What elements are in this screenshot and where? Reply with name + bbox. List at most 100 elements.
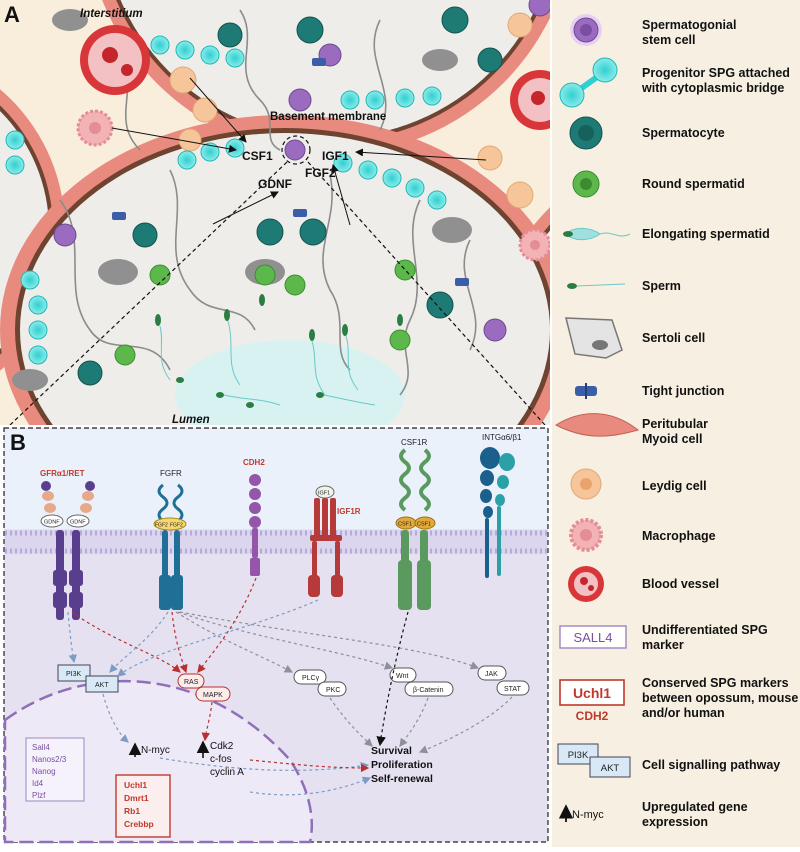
zoom-lines xyxy=(9,135,546,425)
elongating-spermatid-icon xyxy=(563,227,631,241)
gfra1-ret-label: GFRα1/RET xyxy=(40,469,85,478)
legend-label-line: Sperm xyxy=(642,279,681,293)
legend-label-line: Peritubular xyxy=(642,417,708,431)
stat-node: STAT xyxy=(504,686,522,693)
legend-label-line: Progenitor SPG attached xyxy=(642,66,790,80)
leydig-cells xyxy=(169,12,534,209)
pathway-boxes: PI3K AKT RAS MAPK PLCγ PKC Wnt β-Catenin… xyxy=(57,664,530,702)
gdnf-ligand-right: GDNF xyxy=(70,520,86,526)
legend-label-line: Round spermatid xyxy=(642,177,745,191)
legend-label-blood-vessel: Blood vessel xyxy=(642,577,719,591)
jak-node: JAK xyxy=(485,671,498,678)
conserved-marker-3: Rb1 xyxy=(124,806,140,816)
undiff-marker-4: Id4 xyxy=(32,779,44,788)
conserved-markers-box: Uchl1 Dmrt1 Rb1 Crebbp xyxy=(115,774,171,838)
cdk2-gene: Cdk2 xyxy=(210,741,234,752)
fgfr-receptor: FGFR FGF2 FGF2 xyxy=(153,469,187,610)
gdnf-ligand-left: GDNF xyxy=(44,520,60,526)
growth-factor-arrows xyxy=(111,77,487,226)
panel-b-letter: B xyxy=(10,430,26,455)
fgfr-label: FGFR xyxy=(160,469,182,478)
conserved-marker-4: Crebbp xyxy=(124,819,154,829)
akt-node: AKT xyxy=(95,682,109,689)
legend-label-line: Upregulated gene xyxy=(642,800,748,814)
legend-label-line: Macrophage xyxy=(642,529,716,543)
integrin-receptor: INTGα6/β1 xyxy=(480,433,522,578)
legend-label-line: Elongating spermatid xyxy=(642,227,770,241)
nmyc-legend-text: N-myc xyxy=(572,809,604,821)
tight-junction-icon xyxy=(575,383,597,399)
undifferentiated-markers-box: Sall4 Nanos2/3 Nanog Id4 Plzf xyxy=(25,737,85,802)
lumen-area xyxy=(175,340,405,425)
panel-a-letter: A xyxy=(4,2,20,27)
cfos-gene: c-fos xyxy=(210,754,232,765)
interstitium-label: Interstitium xyxy=(80,8,143,20)
pkc-node: PKC xyxy=(326,687,340,694)
pi3k-legend-text: PI3K xyxy=(568,750,589,761)
gdnf-label: GDNF xyxy=(258,177,292,191)
outcome-survival: Survival xyxy=(371,745,412,757)
legend-label-line: Undifferentiated SPG xyxy=(642,623,768,637)
panel-a: Interstitium Basement membrane Lumen CSF… xyxy=(0,0,550,426)
uchl1-box-icon: Uchl1 CDH2 xyxy=(559,679,625,723)
extracellular-space xyxy=(5,429,547,529)
legend-label-line: with cytoplasmic bridge xyxy=(641,81,784,95)
csf1r-arrow xyxy=(376,611,409,747)
csf1-ligand-right: CSF1 xyxy=(417,522,431,528)
pi3k-node: PI3K xyxy=(66,671,82,678)
legend-label-signalling: Cell signalling pathway xyxy=(642,758,780,772)
outcomes: Survival Proliferation Self-renewal xyxy=(371,745,433,785)
plcy-node: PLCγ xyxy=(302,675,320,682)
undiff-marker-2: Nanos2/3 xyxy=(32,755,67,764)
legend-label-sertoli: Sertoli cell xyxy=(642,331,705,345)
macrophage-icon xyxy=(569,518,603,552)
legend-label-line: expression xyxy=(642,815,708,829)
round-spermatid-icon xyxy=(572,170,600,198)
cdh2-receptor: CDH2 xyxy=(243,458,265,576)
mapk-node: MAPK xyxy=(203,692,223,699)
undiff-marker-3: Nanog xyxy=(32,767,56,776)
legend-label-spermatocyte: Spermatocyte xyxy=(642,126,725,140)
gene-expression: N-myc Cdk2 c-fos cyclin A xyxy=(128,740,244,778)
legend-label-sperm: Sperm xyxy=(642,279,681,293)
nmyc-gene: N-myc xyxy=(141,745,170,756)
cyclin-a-gene: cyclin A xyxy=(210,767,244,778)
sertoli-cell-outlines xyxy=(59,9,477,396)
lumen-label: Lumen xyxy=(172,414,210,426)
outcome-proliferation: Proliferation xyxy=(371,759,433,771)
fgf2-ligand-right: FGF2 xyxy=(170,523,183,529)
cdh2-legend-text: CDH2 xyxy=(576,709,609,723)
conserved-marker-2: Dmrt1 xyxy=(124,793,149,803)
legend-label-line: Spermatogonial xyxy=(642,18,736,32)
spermatocytes xyxy=(77,6,503,386)
blood-vessel-right xyxy=(510,70,550,130)
csf1r-label: CSF1R xyxy=(401,438,427,447)
igf1-ligand: IGF1 xyxy=(318,491,330,497)
spermatogonial-stem-cell-icon xyxy=(570,14,602,46)
uchl1-box-text: Uchl1 xyxy=(573,685,611,701)
csf1-label: CSF1 xyxy=(242,149,273,163)
sall4-box-icon: SALL4 xyxy=(559,625,627,649)
igf1r-label: IGF1R xyxy=(337,507,361,516)
signalling-arrows xyxy=(67,577,513,796)
legend-label-line: Sertoli cell xyxy=(642,331,705,345)
csf1r-receptor: CSF1R CSF1 CSF1 xyxy=(395,438,436,610)
conserved-marker-1: Uchl1 xyxy=(124,780,147,790)
legend-label-line: Cell signalling pathway xyxy=(642,758,780,772)
wnt-node: Wnt xyxy=(396,673,409,680)
csf1-ligand-left: CSF1 xyxy=(398,522,412,528)
legend-label-leydig: Leydig cell xyxy=(642,479,707,493)
round-spermatids xyxy=(114,259,416,366)
elongating-spermatids xyxy=(155,294,403,408)
progenitor-spg-chains xyxy=(5,35,447,365)
legend-label-line: Tight junction xyxy=(642,384,724,398)
gfra1-ret-receptor: GFRα1/RET GDNF GDNF xyxy=(40,469,95,620)
sall4-box-text: SALL4 xyxy=(573,630,612,645)
akt-legend-text: AKT xyxy=(601,763,620,774)
